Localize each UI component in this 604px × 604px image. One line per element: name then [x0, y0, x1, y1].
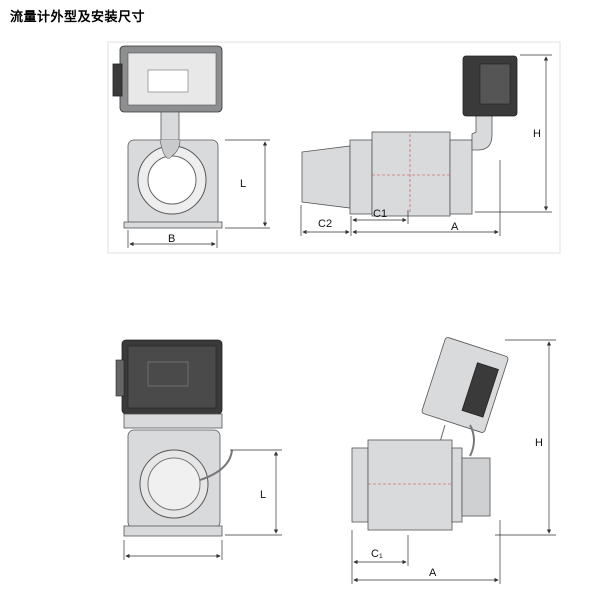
page-title: 流量计外型及安装尺寸: [10, 10, 146, 25]
dimension-label-H: H: [533, 128, 541, 140]
bottom-side-dimensions: H C₁ A: [351, 339, 556, 584]
top-drawing-frame: [107, 41, 561, 254]
dimension-label-C1-bottom: C₁: [371, 548, 383, 560]
top-side-view: [301, 55, 518, 217]
dimension-label-A: A: [451, 221, 459, 233]
bottom-side-view: [351, 337, 509, 531]
dimension-label-B: B: [168, 233, 175, 245]
dimension-label-L: L: [240, 178, 246, 190]
bottom-front-view: [115, 339, 233, 537]
dimension-label-H-bottom: H: [535, 437, 543, 449]
top-side-dimensions: H C2 C1 A: [300, 54, 552, 236]
dimension-label-C1: C1: [373, 208, 387, 220]
dimension-label-A-bottom: A: [429, 567, 437, 579]
top-front-dimensions: L B: [127, 139, 270, 248]
bottom-front-dimensions: L: [123, 449, 282, 560]
dimension-label-L-bottom: L: [260, 489, 266, 501]
dimension-label-C2: C2: [318, 218, 332, 230]
top-front-view: [112, 45, 223, 229]
